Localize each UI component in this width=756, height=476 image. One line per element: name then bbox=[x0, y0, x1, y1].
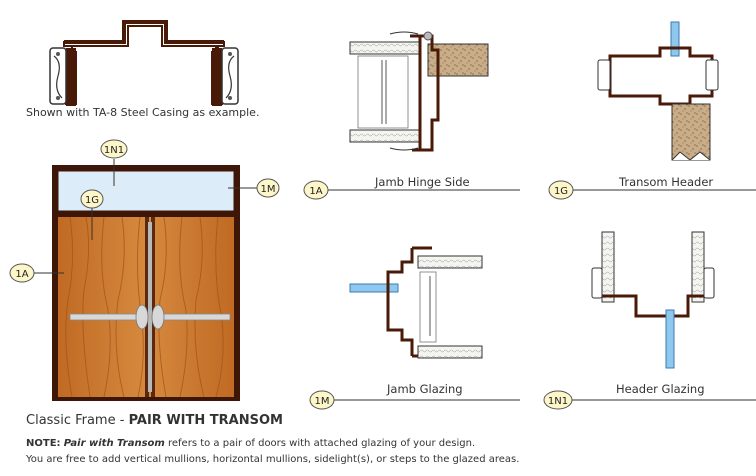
note-line-2: You are free to add vertical mullions, h… bbox=[26, 454, 520, 465]
detail-label-1n1: 1N1 bbox=[543, 390, 756, 410]
tag-1n1: 1N1 bbox=[100, 139, 128, 186]
detail-jamb-glazing bbox=[349, 246, 483, 359]
svg-text:1G: 1G bbox=[85, 195, 99, 206]
detail-transom-header bbox=[597, 21, 719, 161]
note-line-1-rest: refers to a pair of doors with attached … bbox=[164, 438, 476, 449]
svg-text:1M: 1M bbox=[315, 396, 330, 407]
page-title: Classic Frame - PAIR WITH TRANSOM bbox=[26, 413, 283, 428]
detail-label-1g: 1G bbox=[548, 180, 756, 200]
note-block: NOTE: Pair with Transom refers to a pair… bbox=[26, 436, 519, 468]
casing-caption: Shown with TA-8 Steel Casing as example. bbox=[26, 106, 260, 119]
page-title-emphasis: PAIR WITH TRANSOM bbox=[128, 413, 283, 428]
detail-jamb-hinge-side bbox=[349, 31, 489, 152]
note-label: NOTE: bbox=[26, 438, 61, 449]
page-title-prefix: Classic Frame - bbox=[26, 413, 129, 428]
detail-title-jamb-hinge-side: Jamb Hinge Side bbox=[375, 175, 470, 189]
tag-1a-elevation: 1A bbox=[9, 263, 64, 283]
casing-profile bbox=[49, 20, 239, 106]
note-term: Pair with Transom bbox=[63, 438, 165, 449]
door-elevation bbox=[52, 165, 240, 401]
svg-text:1N1: 1N1 bbox=[548, 396, 568, 407]
svg-text:1N1: 1N1 bbox=[104, 145, 124, 156]
tag-1g: 1G bbox=[80, 189, 104, 240]
svg-text:1M: 1M bbox=[261, 184, 276, 195]
tag-1m: 1M bbox=[228, 178, 280, 198]
note-line-1: NOTE: Pair with Transom refers to a pair… bbox=[26, 436, 519, 452]
svg-text:1A: 1A bbox=[309, 186, 322, 197]
svg-text:1G: 1G bbox=[554, 186, 568, 197]
detail-title-transom-header: Transom Header bbox=[619, 175, 714, 189]
detail-title-header-glazing: Header Glazing bbox=[616, 382, 705, 396]
detail-label-1a: 1A bbox=[303, 180, 520, 200]
detail-title-jamb-glazing: Jamb Glazing bbox=[387, 382, 463, 396]
svg-text:1A: 1A bbox=[15, 269, 28, 280]
detail-header-glazing bbox=[591, 231, 715, 369]
detail-label-1m: 1M bbox=[309, 390, 520, 410]
